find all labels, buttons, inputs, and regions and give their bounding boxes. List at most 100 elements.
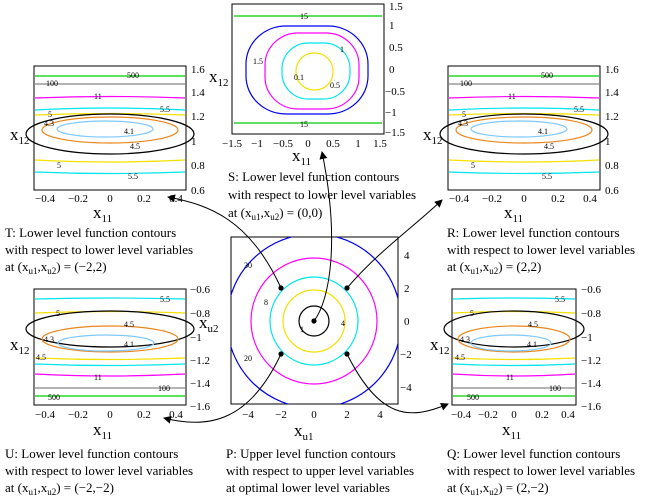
caption-line: at (xu1,xu2) = (0,0) [228,205,322,222]
contour-label: 4.5 [130,142,140,151]
panel-s-caption: S: Lower level function contours with re… [228,169,416,222]
contour-line [470,334,552,352]
contour-label: 4.1 [124,127,134,136]
contour-label: 5 [56,309,60,318]
arrow-to-r [346,199,443,289]
panel-s-contours [234,15,382,124]
x-tick-label: 0 [521,193,527,205]
x-tick-label: −1.5 [222,138,242,150]
x-tick-label: 0.5 [326,138,340,150]
y-tick-label: −1.4 [581,378,601,390]
y-tick-label: 2 [404,283,410,295]
contour-line [455,116,593,144]
x-tick-label: 0.2 [137,409,151,421]
x-axis-label: x11 [292,146,311,168]
panel-s: 15 15 1.5 1 0.5 0.1 1.5 1 0.5 0 −0.5 −1 … [209,1,416,222]
panel-q-x-ticks: −0.4 −0.2 0 0.2 0.4 [451,409,575,421]
contour-label: 4.3 [44,335,54,344]
panel-q: 5.5 5 4.5 4.3 4.1 4.5 11 100 500 −0.6 −0… [430,284,635,497]
panel-t: 500 100 11 5.5 5 4.3 4.1 4.5 5 5.5 1.6 1… [5,64,205,276]
contour-line [281,42,351,100]
y-tick-label: −1 [190,332,202,344]
contour-label: 4.5 [36,353,46,362]
contour-line [295,52,334,91]
x-tick-label: 2 [344,409,350,421]
panel-t-x-ticks: −0.4 −0.2 0 0.2 0.4 [35,193,183,205]
panel-r-contours [439,75,609,175]
x-tick-label: −0.2 [478,409,498,421]
x-tick-label: −2 [275,409,287,421]
contour-label: 1.5 [253,57,263,66]
caption-line: with respect to upper level variables [226,463,414,478]
y-axis-label: xu2 [199,313,219,335]
contour-line [34,95,186,99]
y-tick-label: −4 [400,382,412,394]
x-tick-label: 1 [355,138,361,150]
contour-label: 4.5 [544,142,554,151]
contour-line [245,25,369,115]
panel-t-frame [33,65,187,191]
panel-p-y-ticks: 4 2 0 −2 −4 [400,250,412,394]
caption-line: with respect to lower level variables [447,463,635,478]
caption-line: at (xu1,xu2) = (−2,2) [5,259,107,276]
contour-label: 4.3 [44,119,54,128]
contour-label: 5 [48,110,52,119]
contour-label: 11 [94,92,102,101]
caption-line: at (xu1,xu2) = (2,−2) [447,480,549,497]
contour-line [25,113,195,155]
x-tick-label: 0.2 [551,193,565,205]
x-tick-label: 0 [305,138,311,150]
panel-r-y-ticks: 1.6 1.4 1.2 1 0.8 0.6 [605,64,619,197]
contour-line [282,289,346,353]
y-tick-label: 0.6 [191,185,205,197]
panel-r-frame [447,65,601,191]
contour-label: 100 [460,79,472,88]
arrow-to-u [163,353,282,424]
contour-label: 5 [471,161,475,170]
contour-label: 4.1 [538,127,548,136]
contour-label: 100 [549,384,561,393]
caption-line: with respect to lower level variables [228,187,416,202]
contour-line [34,297,186,300]
panel-q-y-ticks: −0.6 −0.8 −1 −1.2 −1.4 −1.6 [581,284,601,413]
y-tick-label: 1.4 [605,87,619,99]
y-tick-label: 1 [191,136,197,148]
x-tick-label: 0.4 [561,409,575,421]
panel-p-caption: P: Upper level function contours with re… [226,446,414,495]
x-tick-label: 1.5 [373,138,387,150]
contour-label: 5.5 [574,105,584,114]
panel-q-contours [443,297,585,397]
contour-label: 0.5 [330,81,340,90]
contour-label: 5.5 [542,172,552,181]
contour-line [269,276,359,366]
contour-line [452,373,576,377]
y-tick-label: −2 [400,349,412,361]
y-tick-label: 0 [389,64,395,76]
panel-q-caption: Q: Lower level function contours with re… [447,446,635,497]
contour-label: 4.3 [460,335,470,344]
x-tick-label: −0.2 [68,193,88,205]
contour-line [34,357,186,361]
contour-label: 15 [300,12,308,21]
x-tick-label: −0.4 [451,409,471,421]
x-axis-label: x11 [504,203,523,225]
caption-title: T: Lower level function contours [5,225,176,240]
caption-title: U: Lower level function contours [5,446,178,461]
y-tick-label: 0.8 [191,160,205,172]
y-tick-label: 0.6 [605,185,619,197]
y-tick-label: −0.5 [385,86,405,98]
caption-line: at (xu1,xu2) = (2,2) [447,259,541,276]
caption-line: with respect to lower level variables [5,242,193,257]
x-tick-label: 0 [511,409,517,421]
y-tick-label: −1.2 [581,355,601,367]
contour-line [452,363,576,367]
panel-p-contours [231,237,398,404]
contour-label: 4.3 [458,119,468,128]
x-tick-label: 4 [377,409,383,421]
contour-line [34,107,186,111]
contour-label: 5.5 [555,295,565,304]
caption-line: with respect to lower level variables [5,463,193,478]
x-tick-label: −0.5 [273,138,293,150]
contour-label: 5 [470,309,474,318]
y-tick-label: −1.2 [190,355,210,367]
